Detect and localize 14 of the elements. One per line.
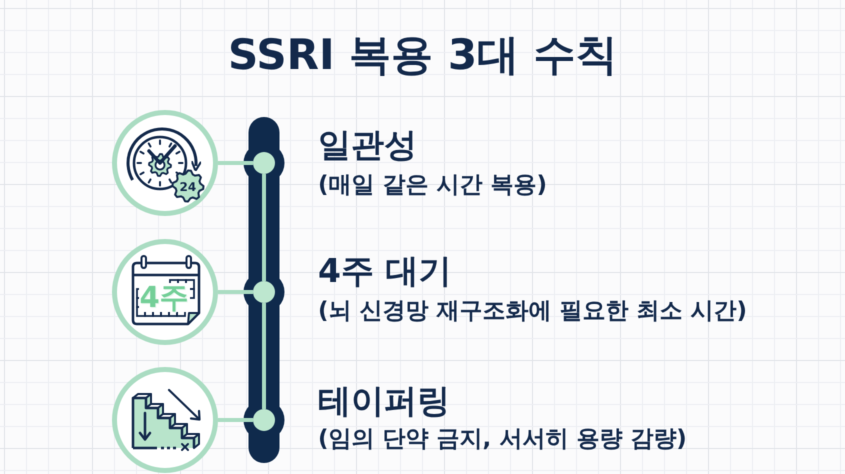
connector-line — [262, 174, 266, 281]
connector-line — [218, 418, 253, 422]
step-heading: 일관성 — [318, 125, 417, 165]
step-heading: 4주 대기 — [318, 251, 452, 291]
calendar-label: 4주 — [138, 282, 190, 312]
step-description: (뇌 신경망 재구조화에 필요한 최소 시간) — [318, 298, 748, 326]
connector-line — [218, 161, 253, 165]
step-heading: 테이퍼링 — [318, 381, 450, 421]
title: SSRI 복용 3대 수칙 — [228, 30, 618, 80]
connector-line — [262, 303, 266, 409]
step-description: (매일 같은 시간 복용) — [318, 172, 548, 200]
gear-number: 24 — [180, 180, 196, 194]
step-description: (임의 단약 금지, 서서히 용량 감량) — [318, 426, 687, 454]
connector-line — [218, 290, 253, 294]
